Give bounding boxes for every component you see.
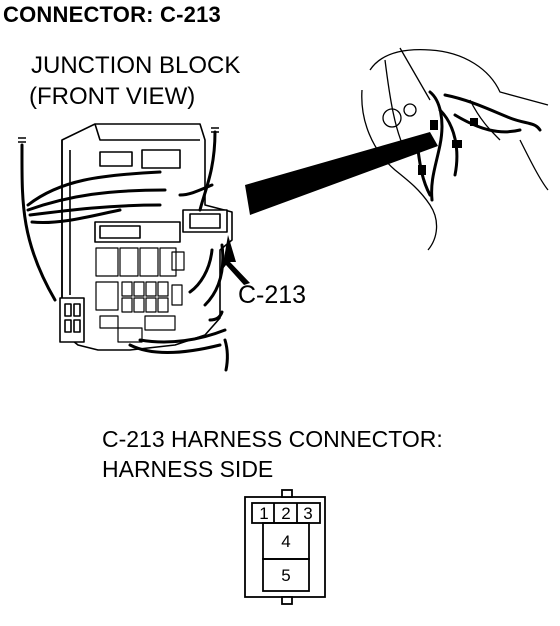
wire-harness	[20, 130, 229, 372]
dashboard-harness	[416, 90, 542, 202]
arrow-icon	[222, 235, 250, 285]
harness-connector-label: C-213 HARNESS CONNECTOR:	[102, 426, 443, 452]
wire-ends	[18, 127, 219, 143]
pin-4: 4	[281, 532, 291, 551]
junction-block-illustration	[59, 123, 233, 351]
junction-block-view-label: (FRONT VIEW)	[29, 83, 196, 110]
junction-block-label: JUNCTION BLOCK	[31, 52, 241, 79]
pin-2: 2	[281, 504, 291, 523]
harness-connector-face	[244, 489, 326, 605]
diagram-title: CONNECTOR: C-213	[3, 2, 221, 27]
dashboard-connectors	[418, 118, 478, 175]
projection-wedge	[245, 132, 438, 215]
harness-side-label: HARNESS SIDE	[102, 456, 274, 482]
pin-3: 3	[303, 504, 313, 523]
pin-1: 1	[259, 504, 269, 523]
pin-5: 5	[281, 566, 291, 585]
connector-callout-label: C-213	[238, 281, 307, 309]
